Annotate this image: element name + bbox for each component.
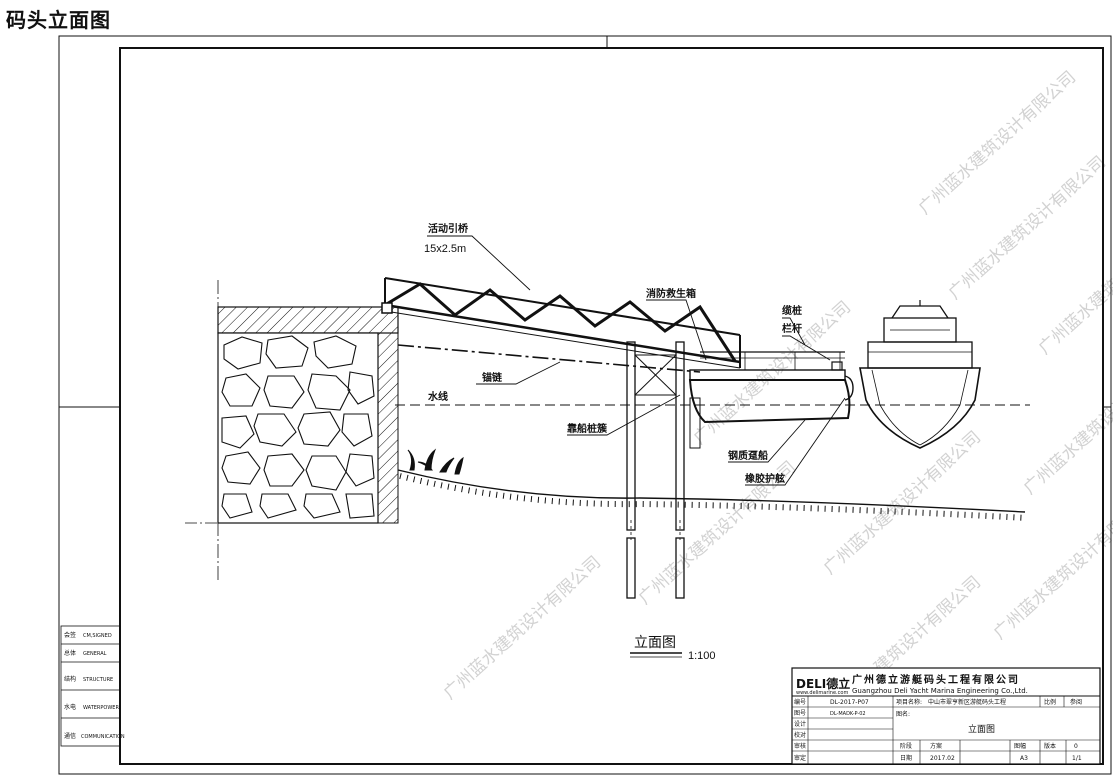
yacht xyxy=(859,300,981,449)
tb-row-label: 审定 xyxy=(794,754,806,762)
title-block: DELI德立 www.delimarine.com 广州德立游艇码头工程有限公司… xyxy=(791,667,1101,765)
watermark: 广州蓝水建筑设计有限公司 xyxy=(440,552,605,703)
label-mooring-pile: 靠船桩簇 xyxy=(567,422,608,435)
company-name-en: Guangzhou Deli Yacht Marina Engineering … xyxy=(852,687,1028,695)
tb-version-label: 版本 xyxy=(1044,742,1056,750)
page-title: 码头立面图 xyxy=(6,8,111,32)
inner-border xyxy=(119,47,1104,765)
watermark: 广州蓝水建筑设计有限公司 xyxy=(1020,347,1113,498)
rubble-stones xyxy=(221,335,375,519)
tb-project-label: 项目名称: xyxy=(896,698,922,706)
mooring-pile-cluster xyxy=(626,341,685,599)
view-title-text: 立面图 xyxy=(634,635,676,651)
label-railing: 栏杆 xyxy=(782,322,802,335)
side-row-label-en: WATERPOWER xyxy=(83,705,119,711)
side-row-label: 总体 xyxy=(64,649,76,657)
view-title: 立面图 1:100 xyxy=(630,635,716,662)
tb-drawing-no: DL-MADK-P-02 xyxy=(830,711,866,717)
side-row-label: 水电 xyxy=(64,703,76,711)
label-steel-pontoon: 钢质趸船 xyxy=(728,449,768,462)
reed-plants xyxy=(407,448,464,475)
seabed xyxy=(185,469,1028,524)
tb-stage-value: 方案 xyxy=(930,742,942,750)
tb-project-name: 中山市翠亨新区游艇码头工程 xyxy=(928,698,1006,706)
anchor-chain xyxy=(397,344,701,373)
tb-row-label: 校对 xyxy=(794,731,806,739)
tb-format-label: 图幅 xyxy=(1014,742,1026,750)
label-waterline: 水线 xyxy=(427,390,448,403)
tb-drawing-name: 立面图 xyxy=(968,723,995,735)
side-row-label-en: GENERAL xyxy=(83,651,107,657)
tb-number: DL-2017-P07 xyxy=(830,699,869,706)
outer-border xyxy=(58,35,1112,775)
side-row-label-en: COMMUNICATION xyxy=(81,734,125,740)
tb-stage-label: 阶段 xyxy=(900,742,912,750)
side-signoff-table: 会签 CM,SIGNED 总体 GENERAL 结构 STRUCTURE 水电 … xyxy=(60,625,125,747)
label-gangway-size: 15x2.5m xyxy=(424,243,466,255)
tb-version-value: 0 xyxy=(1074,743,1078,750)
tb-drawing-name-label: 图名: xyxy=(896,710,910,718)
tb-phase-label: 比例 xyxy=(1044,698,1056,706)
tb-row-label: 编号 xyxy=(794,698,806,706)
side-row-label: 结构 xyxy=(64,675,76,683)
side-row-label: 会签 xyxy=(64,631,76,639)
tb-row-label: 设计 xyxy=(794,720,806,728)
leader-lines xyxy=(427,235,846,486)
label-bollard: 缆桩 xyxy=(782,304,802,317)
watermark: 广州蓝水建筑设计有限公司 xyxy=(1035,207,1113,358)
company-logo: DELI德立 xyxy=(796,676,850,691)
side-row-label: 通信 xyxy=(64,732,76,740)
quay-wall xyxy=(217,280,399,580)
tb-date-label: 日期 xyxy=(900,754,912,762)
tb-phase-value: 参阅 xyxy=(1070,698,1082,706)
view-scale: 1:100 xyxy=(688,650,716,662)
company-name-cn: 广州德立游艇码头工程有限公司 xyxy=(852,673,1020,686)
tb-page-value: 1/1 xyxy=(1072,755,1082,762)
watermark: 广州蓝水建筑设计有限公司 xyxy=(690,297,855,448)
side-row-label-en: CM,SIGNED xyxy=(83,633,112,639)
tb-date-value: 2017.02 xyxy=(930,755,955,762)
watermark-layer: 广州蓝水建筑设计有限公司 广州蓝水建筑设计有限公司 广州蓝水建筑设计有限公司 广… xyxy=(440,67,1113,723)
label-fire-box: 消防救生箱 xyxy=(646,287,696,300)
label-fender: 橡胶护舷 xyxy=(745,472,785,485)
steel-pontoon xyxy=(688,351,854,449)
label-gangway: 活动引桥 xyxy=(428,222,469,235)
side-row-label-en: STRUCTURE xyxy=(83,677,113,683)
gangway-truss xyxy=(381,277,741,369)
tb-format-value: A3 xyxy=(1020,755,1028,762)
label-chain: 锚链 xyxy=(482,371,503,384)
watermark: 广州蓝水建筑设计有限公司 xyxy=(990,492,1113,643)
company-logo-sub: www.delimarine.com xyxy=(796,690,848,696)
tb-row-label: 审核 xyxy=(794,742,806,750)
tb-row-label: 图号 xyxy=(794,710,806,717)
